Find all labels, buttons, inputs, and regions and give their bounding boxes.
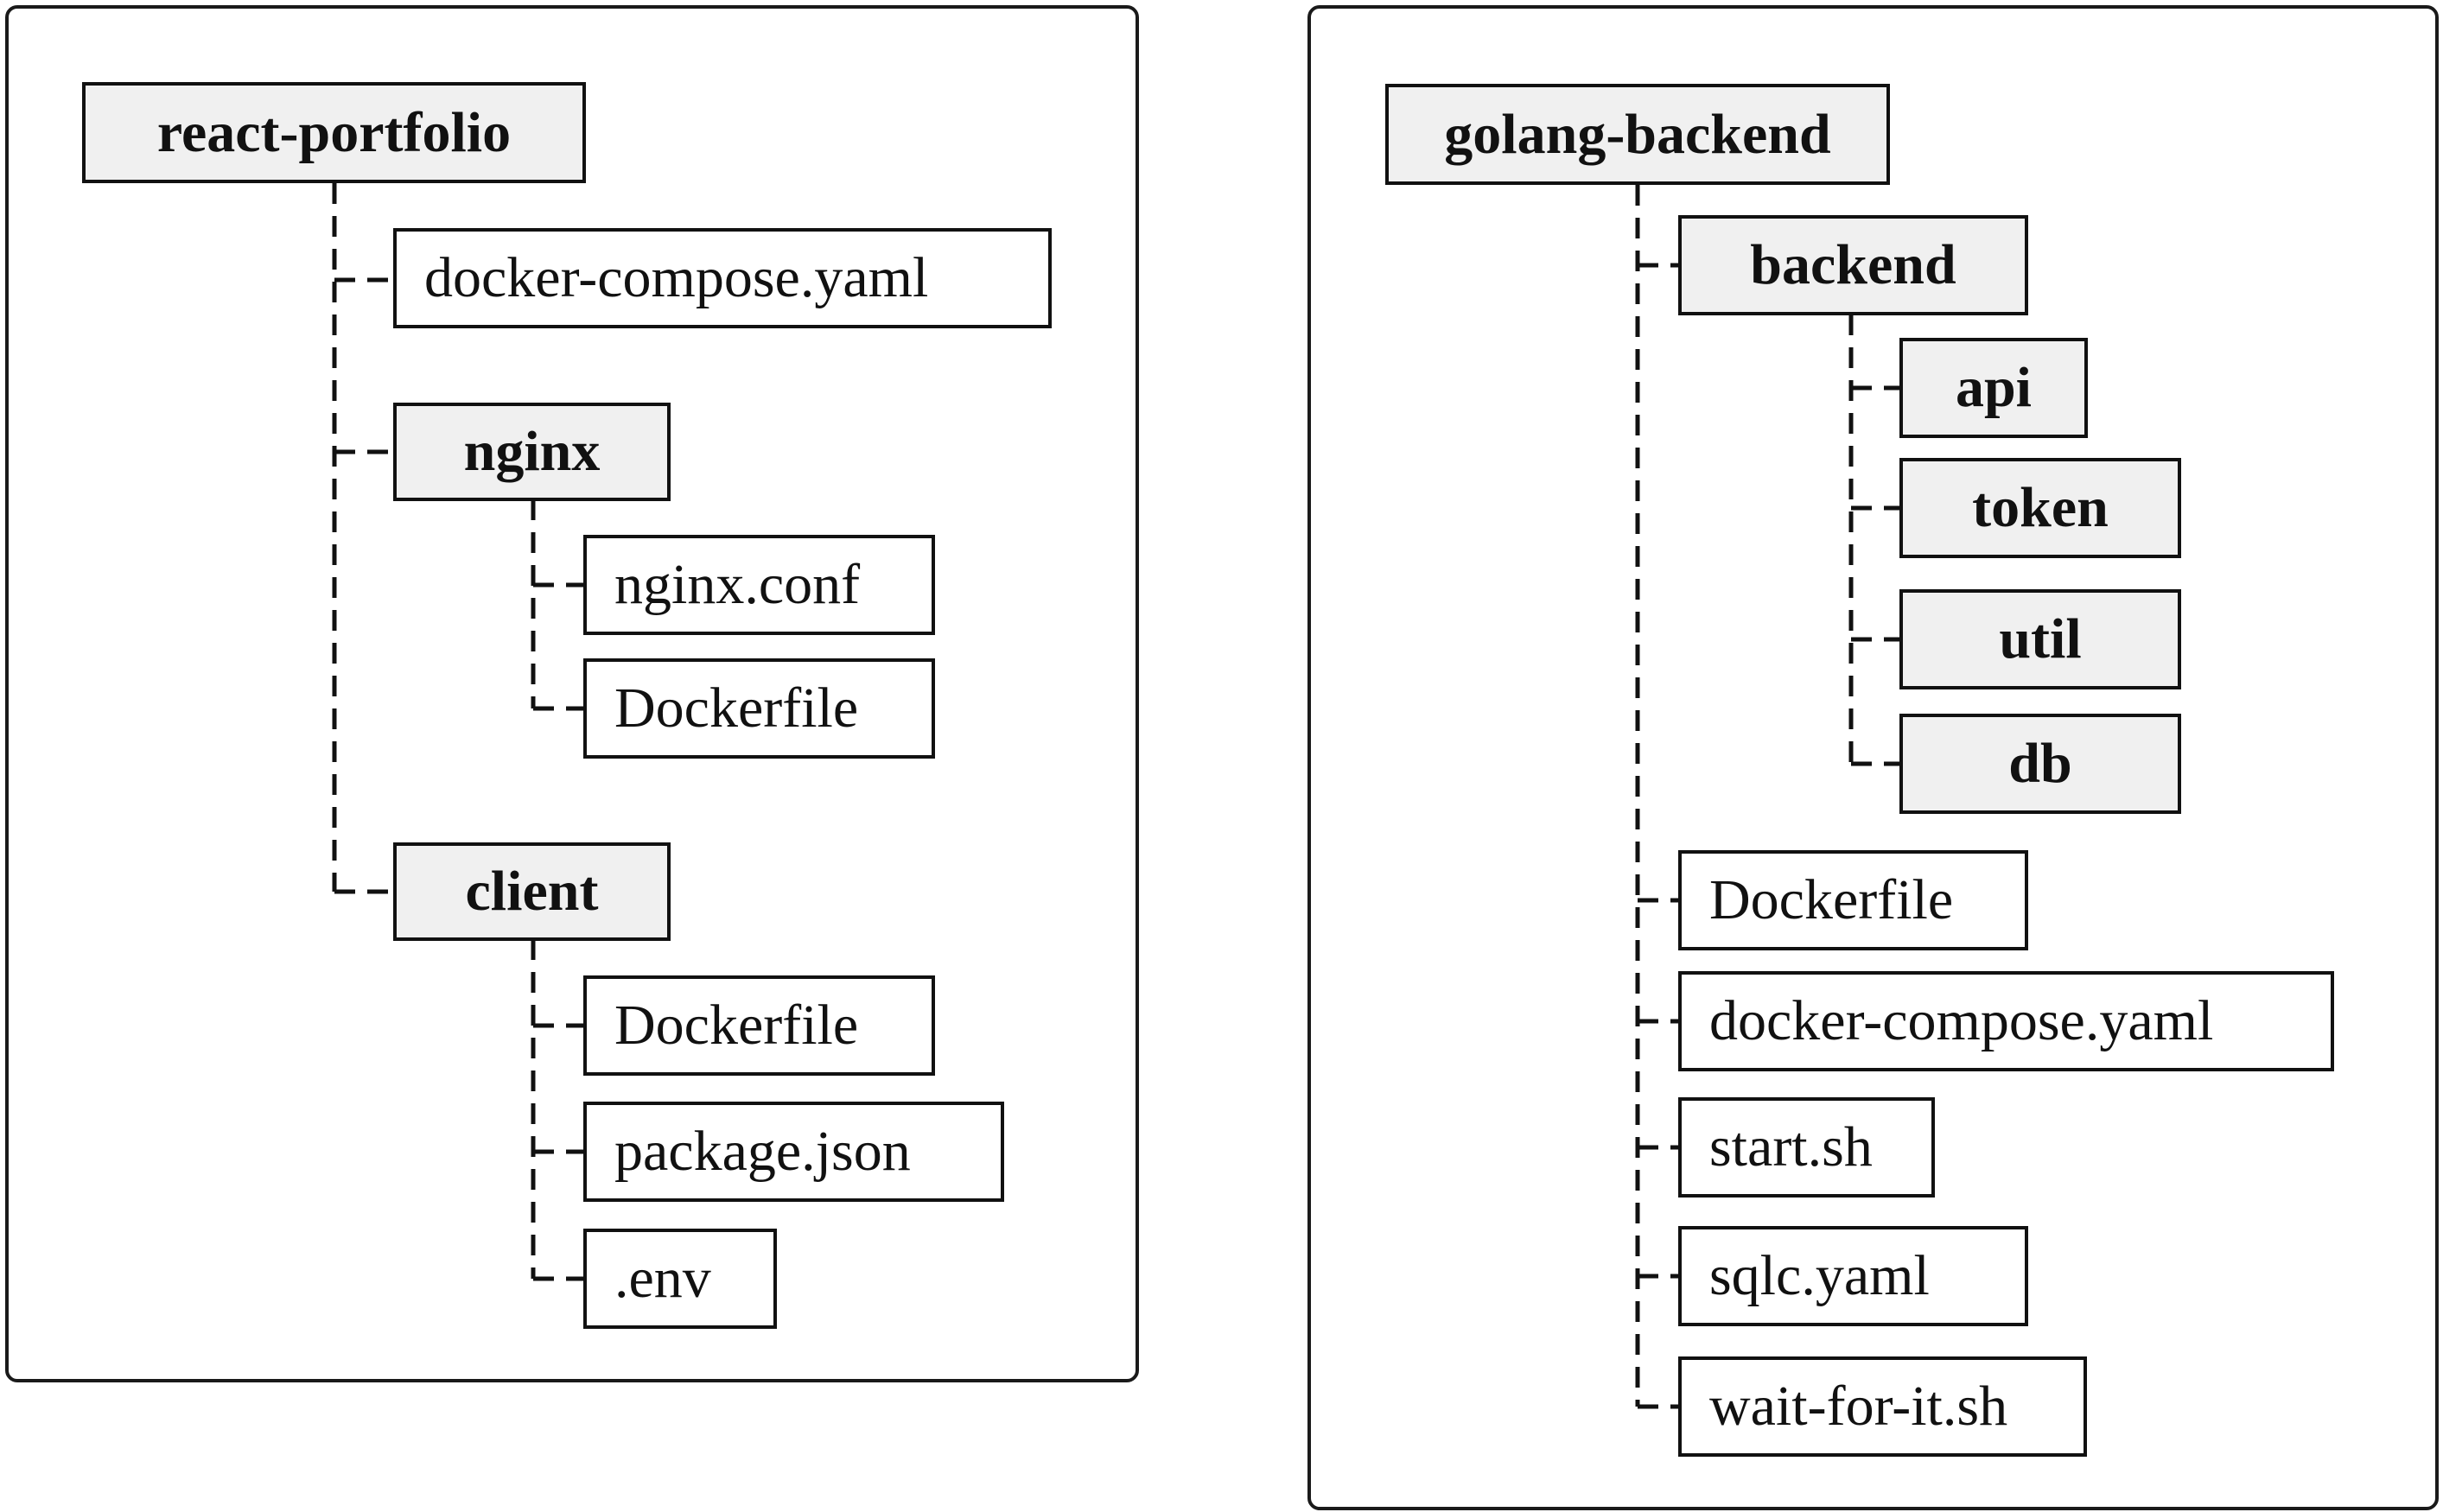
folder-nginx[interactable]: nginx: [393, 403, 671, 501]
golang-backend-panel: [1307, 5, 2439, 1510]
file-root-dockerfile[interactable]: Dockerfile: [1678, 850, 2028, 950]
file-docker-compose-yaml[interactable]: docker-compose.yaml: [393, 228, 1052, 328]
folder-client[interactable]: client: [393, 842, 671, 941]
file-env[interactable]: .env: [583, 1229, 777, 1329]
folder-util[interactable]: util: [1899, 589, 2181, 689]
react-portfolio-panel: [5, 5, 1139, 1382]
folder-db[interactable]: db: [1899, 714, 2181, 814]
file-nginx-dockerfile[interactable]: Dockerfile: [583, 658, 935, 759]
file-root-docker-compose-yaml[interactable]: docker-compose.yaml: [1678, 971, 2334, 1071]
folder-golang-backend[interactable]: golang-backend: [1385, 84, 1890, 185]
file-start-sh[interactable]: start.sh: [1678, 1097, 1935, 1198]
folder-backend[interactable]: backend: [1678, 215, 2028, 315]
folder-react-portfolio[interactable]: react-portfolio: [82, 82, 586, 183]
folder-api[interactable]: api: [1899, 338, 2088, 438]
folder-token[interactable]: token: [1899, 458, 2181, 558]
file-nginx-conf[interactable]: nginx.conf: [583, 535, 935, 635]
file-package-json[interactable]: package.json: [583, 1102, 1004, 1202]
file-wait-for-it-sh[interactable]: wait-for-it.sh: [1678, 1356, 2087, 1457]
file-client-dockerfile[interactable]: Dockerfile: [583, 975, 935, 1076]
file-sqlc-yaml[interactable]: sqlc.yaml: [1678, 1226, 2028, 1326]
